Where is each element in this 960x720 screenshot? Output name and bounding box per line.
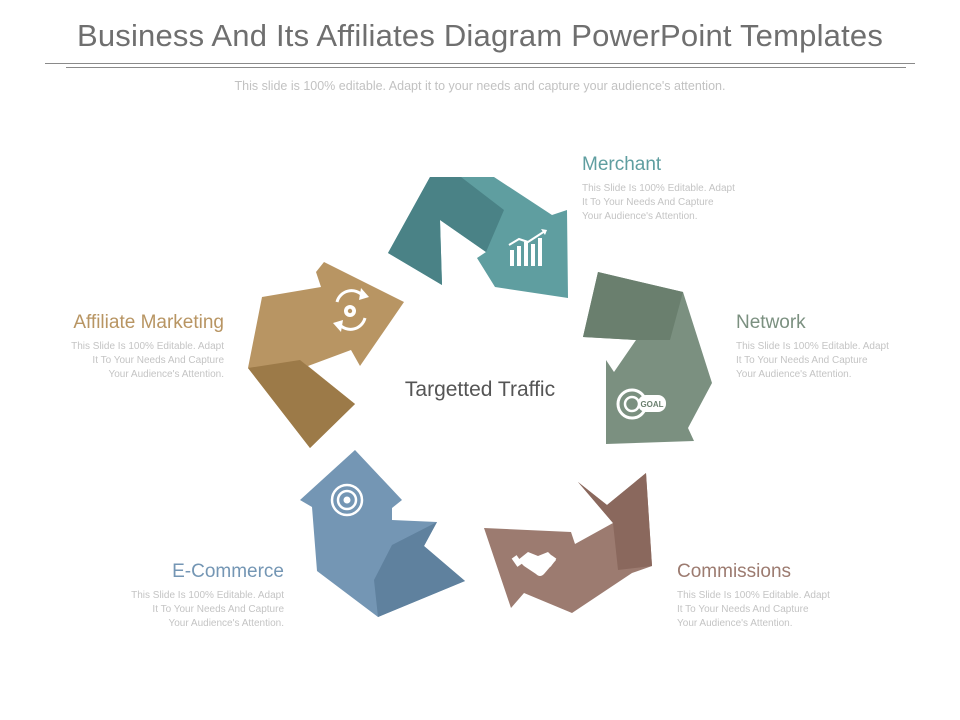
arrow-network: GOAL — [583, 272, 712, 444]
slide-subtitle: This slide is 100% editable. Adapt it to… — [234, 79, 726, 93]
label-affiliate-marketing: Affiliate Marketing This Slide Is 100% E… — [24, 312, 224, 382]
label-ecommerce: E-Commerce This Slide Is 100% Editable. … — [84, 561, 284, 631]
affiliate-desc-line-2: It To Your Needs And Capture — [92, 355, 224, 366]
label-commissions: Commissions This Slide Is 100% Editable.… — [677, 561, 877, 631]
network-desc-line-3: Your Audience's Attention. — [736, 369, 852, 380]
ecommerce-desc-line-3: Your Audience's Attention. — [168, 618, 284, 629]
slide-title: Business And Its Affiliates Diagram Powe… — [76, 18, 884, 53]
merchant-desc-line-3: Your Audience's Attention. — [582, 211, 698, 222]
arrow-commissions — [484, 473, 652, 613]
ecommerce-description: This Slide Is 100% Editable. Adapt It To… — [84, 589, 284, 631]
commissions-desc-line-1: This Slide Is 100% Editable. Adapt — [677, 590, 830, 601]
commissions-description: This Slide Is 100% Editable. Adapt It To… — [677, 589, 877, 631]
affiliate-desc-line-1: This Slide Is 100% Editable. Adapt — [71, 341, 224, 352]
commissions-desc-line-3: Your Audience's Attention. — [677, 618, 793, 629]
merchant-desc-line-2: It To Your Needs And Capture — [582, 197, 714, 208]
title-divider-bottom — [66, 67, 906, 68]
handshake-icon — [511, 552, 557, 576]
ecommerce-desc-line-1: This Slide Is 100% Editable. Adapt — [131, 590, 284, 601]
arrow-merchant — [388, 177, 568, 298]
bar-chart-icon — [508, 229, 547, 266]
arrow-affiliate-marketing — [248, 262, 404, 448]
commissions-desc-line-2: It To Your Needs And Capture — [677, 604, 809, 615]
center-label: Targetted Traffic — [404, 378, 556, 401]
network-title: Network — [736, 312, 806, 333]
network-description: This Slide Is 100% Editable. Adapt It To… — [736, 340, 936, 382]
goal-icon: GOAL — [616, 388, 666, 420]
ecommerce-title: E-Commerce — [172, 561, 284, 582]
ecommerce-desc-line-2: It To Your Needs And Capture — [152, 604, 284, 615]
network-desc-line-2: It To Your Needs And Capture — [736, 355, 868, 366]
affiliate-desc-line-3: Your Audience's Attention. — [108, 369, 224, 380]
title-divider-top — [45, 63, 915, 64]
commissions-title: Commissions — [677, 561, 792, 582]
merchant-title: Merchant — [582, 154, 662, 175]
gear-cycle-icon — [333, 288, 369, 332]
affiliate-marketing-description: This Slide Is 100% Editable. Adapt It To… — [24, 340, 224, 382]
merchant-desc-line-1: This Slide Is 100% Editable. Adapt — [582, 183, 735, 194]
arrow-ecommerce — [300, 450, 465, 617]
network-desc-line-1: This Slide Is 100% Editable. Adapt — [736, 341, 889, 352]
svg-text:GOAL: GOAL — [640, 400, 663, 409]
label-network: Network This Slide Is 100% Editable. Ada… — [736, 312, 936, 382]
label-merchant: Merchant This Slide Is 100% Editable. Ad… — [582, 154, 782, 224]
affiliate-marketing-title: Affiliate Marketing — [73, 312, 224, 333]
merchant-description: This Slide Is 100% Editable. Adapt It To… — [582, 182, 782, 224]
target-icon — [330, 483, 364, 517]
